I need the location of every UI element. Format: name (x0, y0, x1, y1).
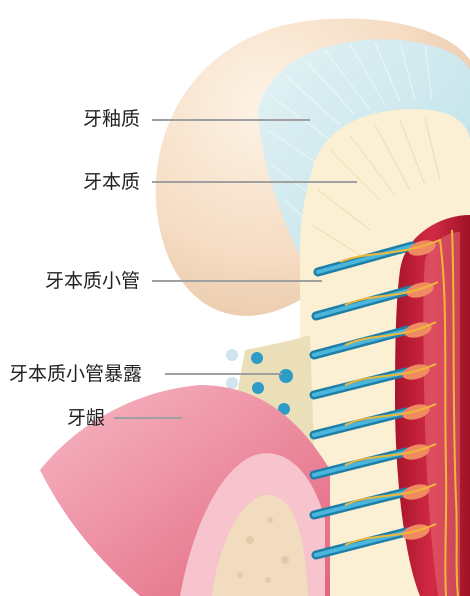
label-enamel: 牙釉质 (83, 109, 140, 129)
label-exposed-tubule: 牙本质小管暴露 (9, 364, 142, 384)
label-dentinal-tubule: 牙本质小管 (45, 271, 140, 291)
leader-line-dentinal-tubule (152, 280, 322, 282)
leader-line-enamel (152, 119, 310, 121)
label-dentin: 牙本质 (83, 172, 140, 192)
leader-line-dentin (152, 181, 357, 183)
label-gum: 牙龈 (67, 408, 105, 428)
leader-line-gum (114, 417, 182, 419)
leader-line-exposed-tubule (165, 373, 282, 375)
